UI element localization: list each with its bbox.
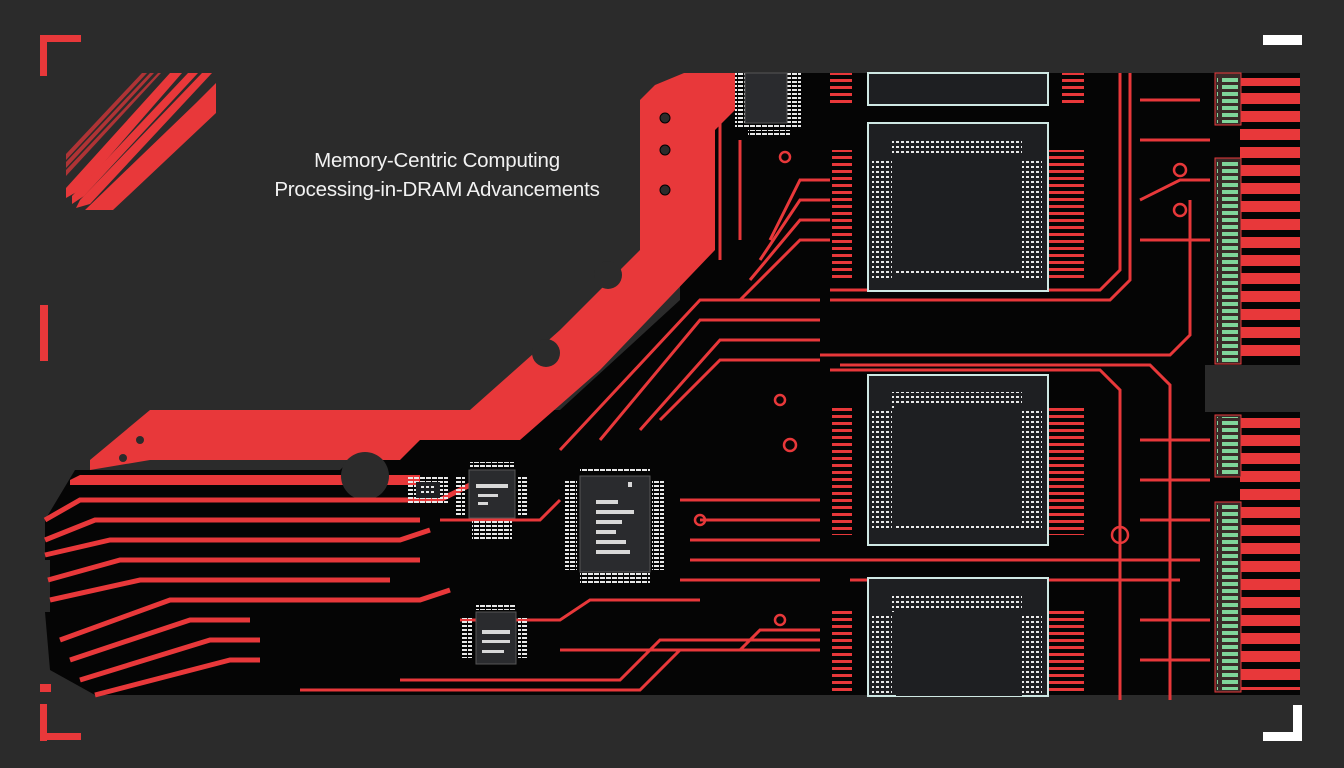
mounting-hole (341, 452, 389, 500)
small-ic-2 (408, 477, 448, 503)
small-ic-3 (462, 604, 528, 665)
title-line-1: Memory-Centric Computing (314, 149, 560, 172)
small-ic-1 (455, 462, 528, 540)
controller-chip (565, 467, 664, 583)
dram-chip-2 (832, 374, 1084, 546)
corner-bracket-top-left (40, 35, 81, 76)
corner-bracket-top-right (1263, 35, 1302, 45)
dram-chip-top (830, 72, 1084, 106)
corner-bracket-bottom-right (1263, 705, 1302, 741)
circuit-board (43, 72, 1300, 700)
page-title: Memory-Centric Computing Processing-in-D… (232, 146, 642, 204)
dram-chip-3 (832, 577, 1084, 697)
corner-bracket-bottom-left (40, 684, 81, 741)
connector-strip (1214, 72, 1242, 693)
title-line-2: Processing-in-DRAM Advancements (274, 178, 600, 201)
diagonal-stripes-decoration (66, 73, 216, 210)
dram-chip-1 (832, 122, 1084, 292)
mounting-hole (532, 339, 560, 367)
mounting-hole (594, 261, 622, 289)
small-ic-top (735, 72, 801, 135)
side-marker-left (40, 305, 48, 361)
